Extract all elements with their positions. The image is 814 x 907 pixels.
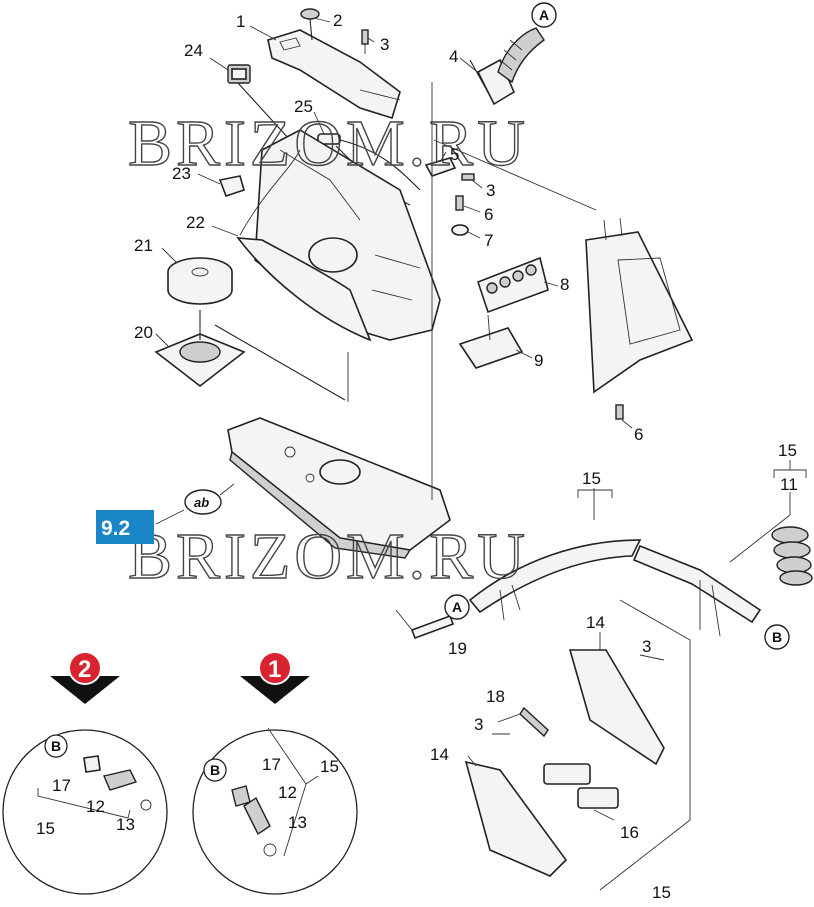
ab-marker: ab (155, 483, 235, 525)
screw-part (455, 195, 464, 211)
part-label: 20 (134, 323, 153, 342)
connector-b-letter: B (210, 762, 220, 778)
connector-b-marker: B (764, 624, 790, 650)
part-label: 21 (134, 236, 153, 255)
connector-a-marker: A (444, 594, 470, 620)
part-label: 15 (778, 441, 797, 460)
connector-pin-part (103, 769, 137, 791)
part-label: 22 (186, 213, 205, 232)
section-badge-text: 9.2 (101, 517, 130, 540)
part-label: 23 (172, 164, 191, 183)
variant-2-number: 2 (78, 656, 91, 683)
part-label: 3 (486, 181, 495, 200)
terminal-connector-part (543, 763, 619, 809)
connector-b-letter: B (51, 738, 61, 754)
rear-cover-part (585, 217, 694, 394)
switch-part (227, 64, 291, 141)
cord-bend-protector-part (771, 526, 813, 586)
watermark-text: BRIZOM.RU (128, 107, 529, 180)
connector-a-letter: A (539, 7, 549, 23)
part-label: 14 (586, 613, 605, 632)
section-badge-bg (96, 510, 154, 544)
part-label: 1 (236, 12, 245, 31)
connector-a-marker: A (531, 2, 557, 28)
power-cord-part (468, 539, 762, 637)
part-label: 18 (486, 687, 505, 706)
watermark-text: BRIZOM.RU (128, 520, 529, 593)
part-label: 15 (652, 883, 671, 902)
bracket-part (424, 157, 457, 177)
part-label: 9 (534, 351, 543, 370)
mounting-bracket-part (458, 314, 524, 369)
button-knob-part (300, 8, 320, 41)
screw-part (361, 29, 369, 54)
terminal-block-part (476, 256, 549, 314)
variant-1-number: 1 (268, 656, 281, 683)
part-label: 13 (116, 815, 135, 834)
part-label: 12 (86, 797, 105, 816)
part-label: 6 (484, 205, 493, 224)
part-label: 17 (262, 755, 281, 774)
part-label: 15 (36, 819, 55, 838)
part-label: 3 (474, 715, 483, 734)
part-label: 4 (449, 47, 458, 66)
connector-pin-part (243, 796, 271, 836)
pin-part (410, 614, 455, 640)
clip-part (218, 175, 245, 198)
part-label: 11 (780, 475, 798, 494)
connector-b-letter: B (772, 629, 782, 645)
part-label: 24 (184, 41, 203, 60)
leader-lines (155, 17, 807, 891)
part-label: 13 (288, 813, 307, 832)
housing-body-part (236, 129, 441, 342)
screw-part (519, 706, 549, 738)
variant-2-detail: 2 B (2, 651, 168, 895)
part-label: 15 (320, 757, 339, 776)
part-labels: 1 2 3 4 24 25 5 3 23 6 22 7 21 8 20 9 6 … (36, 11, 798, 902)
handle-cover-part (267, 29, 401, 120)
soleplate-part (227, 417, 451, 559)
part-label: 3 (642, 637, 651, 656)
screw-part (461, 173, 475, 181)
part-label: 25 (294, 97, 313, 116)
part-label: 14 (430, 745, 449, 764)
part-label: 6 (634, 425, 643, 444)
o-ring-part (263, 843, 277, 857)
part-label: 3 (380, 35, 389, 54)
variant-2-marker (68, 651, 102, 685)
part-label: 7 (484, 231, 493, 250)
plug-cap-part (83, 755, 101, 773)
part-label: 15 (582, 469, 601, 488)
ab-marker-text: ab (194, 495, 209, 510)
part-label: 17 (52, 776, 71, 795)
part-label: 8 (560, 275, 569, 294)
connector-a-letter: A (452, 599, 462, 615)
thermostat-part (154, 310, 346, 401)
part-label: 16 (620, 823, 639, 842)
part-label: 5 (450, 145, 459, 164)
part-label: 2 (333, 11, 342, 30)
o-ring-part (140, 799, 152, 811)
variant-1-marker (258, 651, 292, 685)
variant-1-detail: 1 B (192, 651, 358, 895)
handle-grip-part (469, 27, 545, 106)
temperature-dial-part (167, 257, 233, 305)
washer-part (451, 224, 469, 236)
part-label: 19 (448, 639, 467, 658)
part-label: 12 (278, 783, 297, 802)
screw-part (615, 404, 624, 420)
section-badge: 9.2 (96, 510, 154, 544)
cable-end-cover-part (464, 649, 665, 877)
